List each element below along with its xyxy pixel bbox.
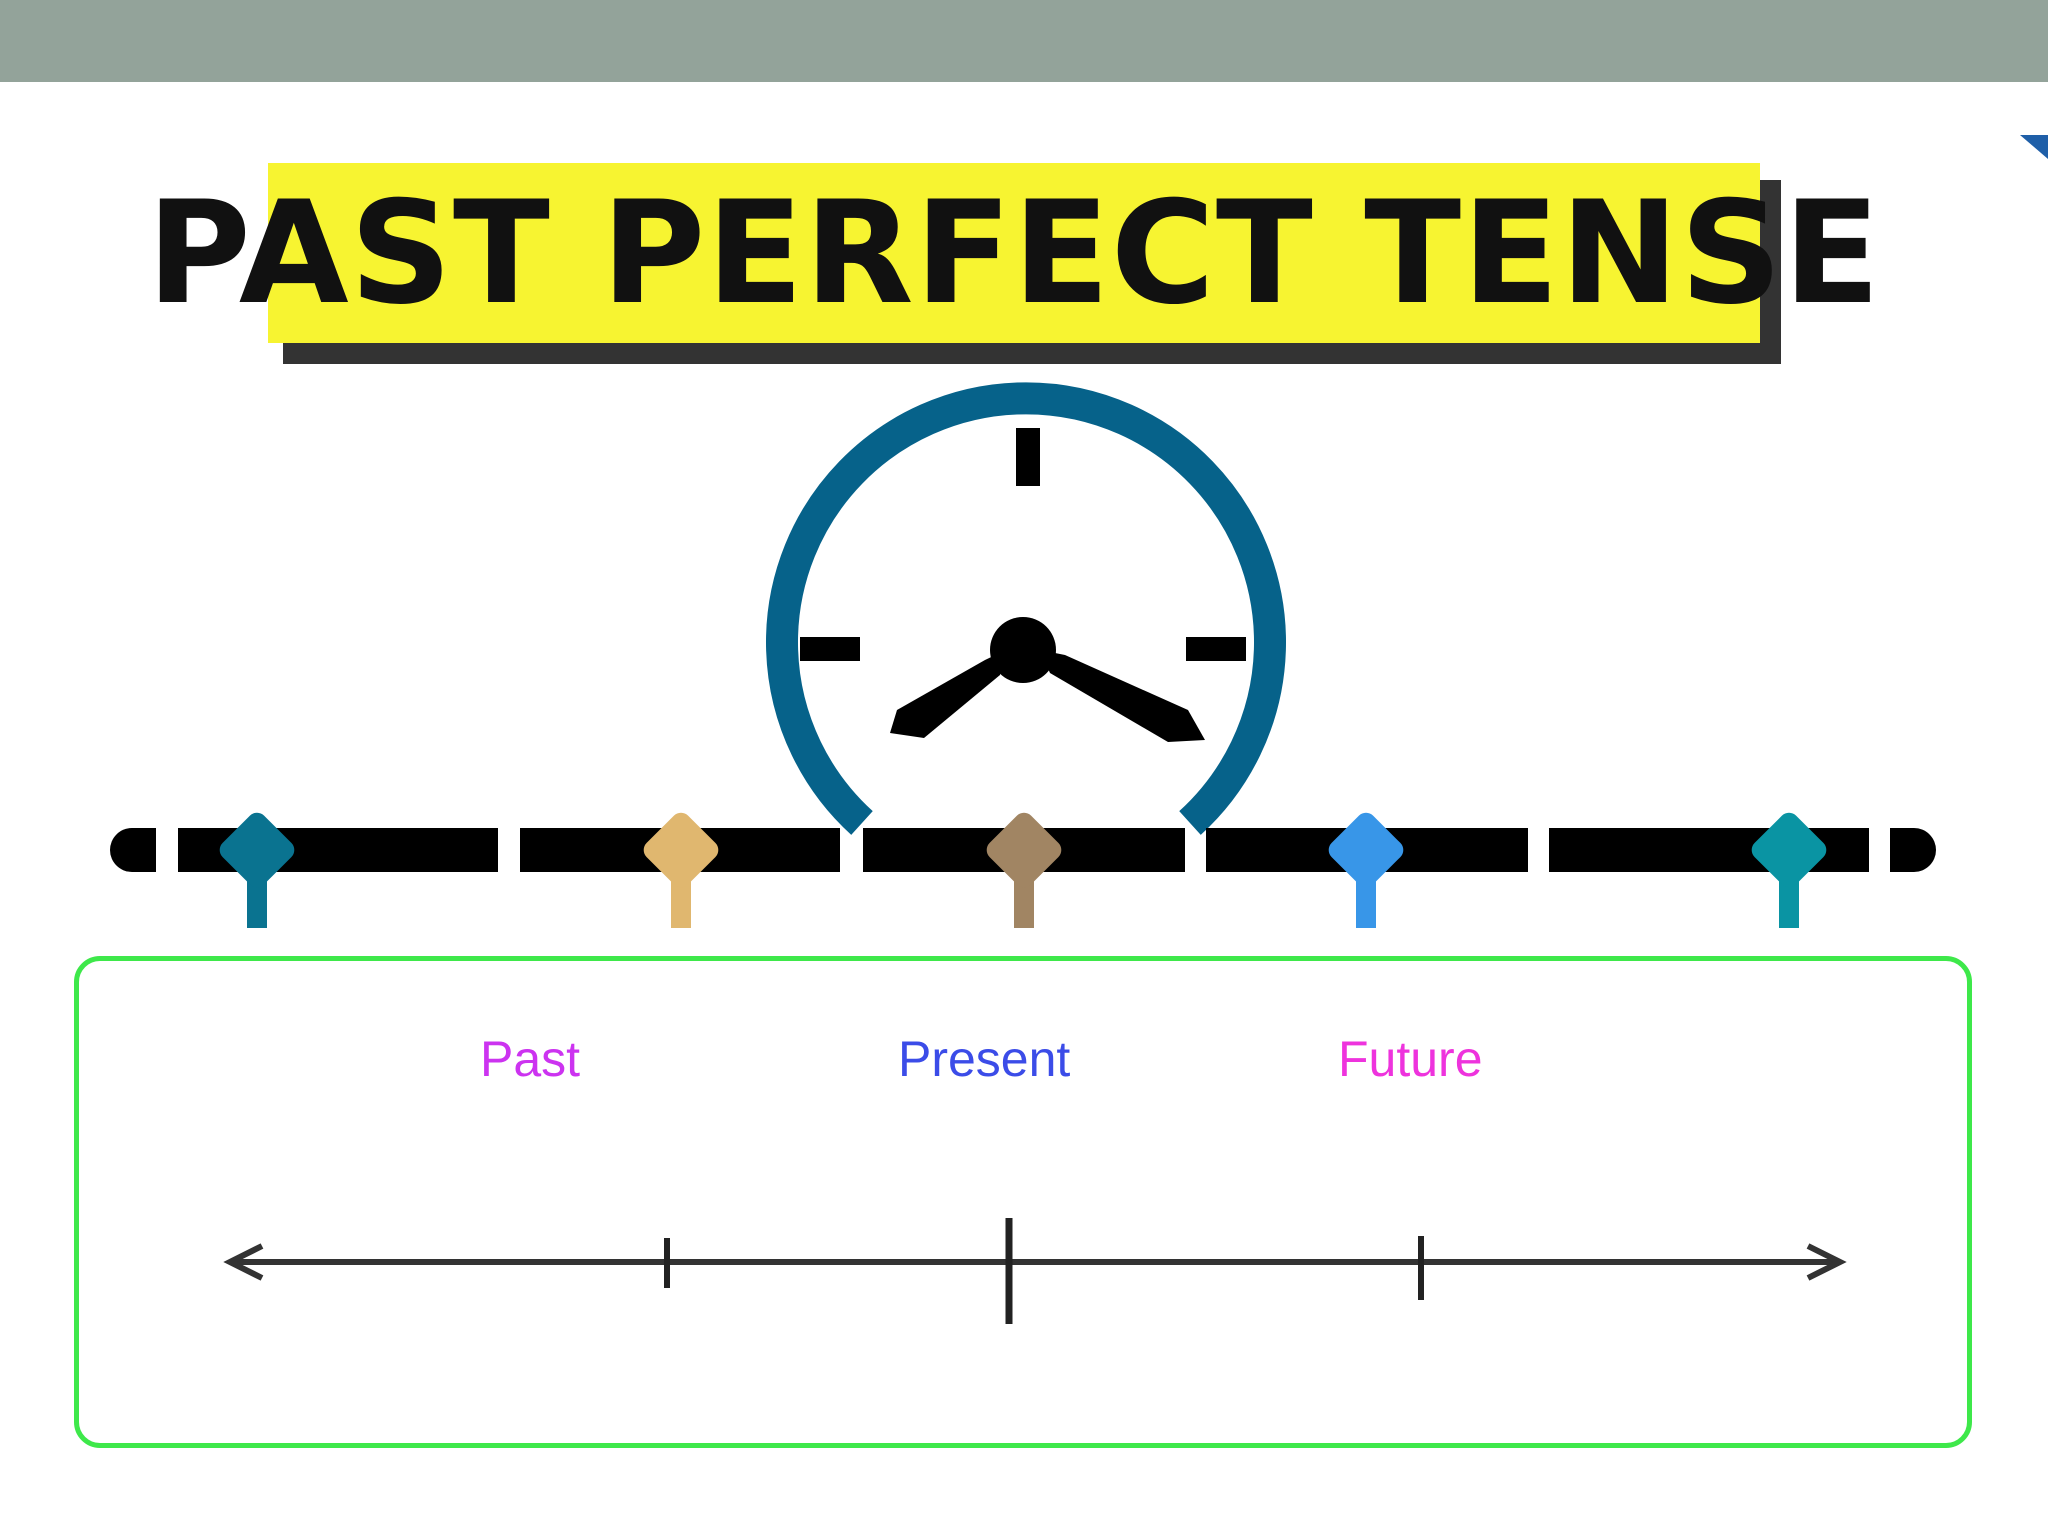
clock-icon <box>766 382 1286 835</box>
marker-4-diamond <box>1328 812 1404 888</box>
marker-5-diamond <box>1751 812 1827 888</box>
marker-1-pin <box>219 812 295 928</box>
marker-5-pin <box>1751 812 1827 928</box>
top-bar <box>0 0 2048 82</box>
corner-triangle-mark <box>2020 135 2048 159</box>
marker-1-stem <box>247 880 267 928</box>
marker-2-stem <box>671 880 691 928</box>
marker-1-diamond <box>219 812 295 888</box>
marker-2-pin <box>643 812 719 928</box>
timeline-markers <box>219 812 1827 928</box>
clock-minute-hand <box>1040 650 1205 742</box>
present-label: Present <box>898 1031 1071 1087</box>
clock-timeline-graphic <box>110 382 1936 928</box>
title-banner: PAST PERFECT TENSE <box>147 163 1880 343</box>
timeline-segment <box>1890 828 1914 872</box>
past-label: Past <box>480 1031 581 1087</box>
clock-tick-9 <box>800 637 860 661</box>
future-label: Future <box>1338 1031 1483 1087</box>
clock-tick-12 <box>1016 428 1040 486</box>
timeline-segment <box>134 828 156 872</box>
marker-3-pin <box>986 812 1062 928</box>
marker-3-stem <box>1014 880 1034 928</box>
marker-3-diamond <box>986 812 1062 888</box>
tense-timeline-box <box>74 956 1972 1448</box>
marker-2-diamond <box>643 812 719 888</box>
marker-4-pin <box>1328 812 1404 928</box>
clock-ring <box>766 382 1286 835</box>
marker-4-stem <box>1356 880 1376 928</box>
clock-hour-hand <box>890 650 1006 738</box>
page-title: PAST PERFECT TENSE <box>146 170 1882 336</box>
marker-5-stem <box>1779 880 1799 928</box>
clock-tick-3 <box>1186 637 1246 661</box>
clock-center-cap <box>990 617 1056 683</box>
